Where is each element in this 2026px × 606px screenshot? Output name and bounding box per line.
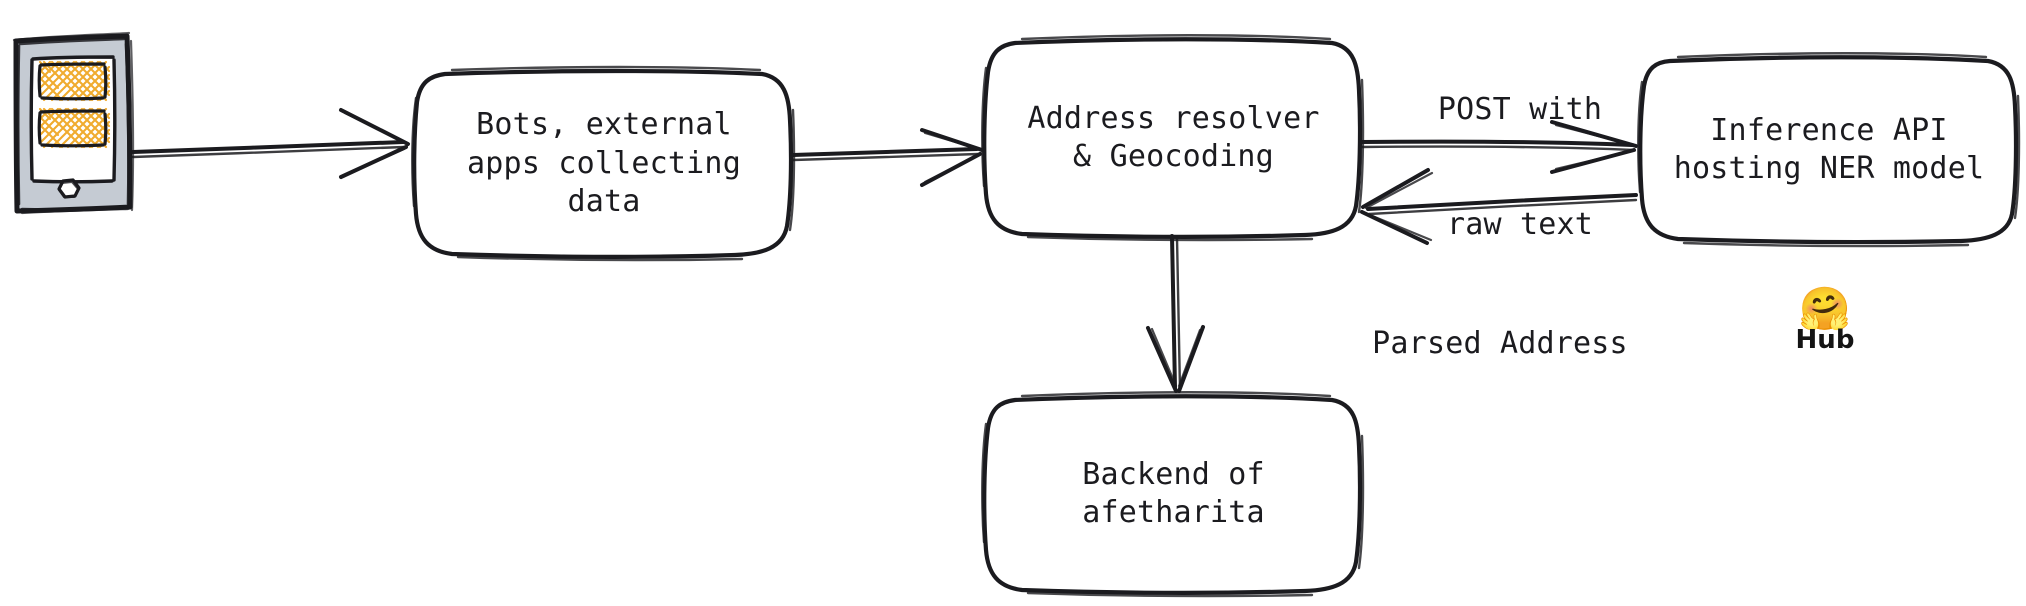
resolver-label-line-2: & Geocoding bbox=[1073, 139, 1274, 174]
mobile-device-icon bbox=[12, 31, 135, 215]
post-label-line-1: POST with bbox=[1437, 91, 1603, 127]
parsed-address-label: Parsed Address bbox=[1355, 248, 1645, 440]
bots-label-line-3: data bbox=[567, 184, 641, 220]
bots-external-apps-label: Bots, external apps collecting data bbox=[416, 72, 792, 256]
backend-label-line-1: Backend of bbox=[1082, 456, 1265, 492]
inference-api-label: Inference API hosting NER model bbox=[1641, 58, 2017, 242]
hugging-face-emoji-icon: 🤗 bbox=[1798, 284, 1852, 333]
edge-device-to-bots bbox=[131, 108, 410, 179]
hub-wordmark: Hub bbox=[1795, 325, 1855, 355]
address-resolver-label: Address resolver & Geocoding bbox=[986, 40, 1361, 236]
parsed-address-line-1: Parsed Address bbox=[1372, 325, 1628, 361]
screen-block-1 bbox=[37, 60, 111, 102]
post-label-line-2: raw text bbox=[1446, 206, 1594, 242]
bots-label-line-2: apps collecting bbox=[467, 145, 741, 181]
backend-afetharita-label: Backend of afetharita bbox=[986, 396, 1361, 592]
resolver-label-line-1: Address resolver bbox=[1027, 100, 1320, 136]
backend-label-line-2: afetharita bbox=[1082, 495, 1265, 530]
edge-resolver-to-backend bbox=[1146, 234, 1205, 393]
huggingface-hub-badge: 🤗 Hub bbox=[1765, 288, 1885, 355]
edge-bots-to-resolver bbox=[791, 128, 984, 187]
post-with-raw-text-label: POST with raw text bbox=[1370, 14, 1670, 321]
inference-label-line-2: hosting NER model bbox=[1673, 151, 1985, 186]
bots-label-line-1: Bots, external bbox=[476, 107, 732, 143]
inference-label-line-1: Inference API bbox=[1710, 112, 1948, 148]
screen-block-2 bbox=[37, 107, 111, 149]
